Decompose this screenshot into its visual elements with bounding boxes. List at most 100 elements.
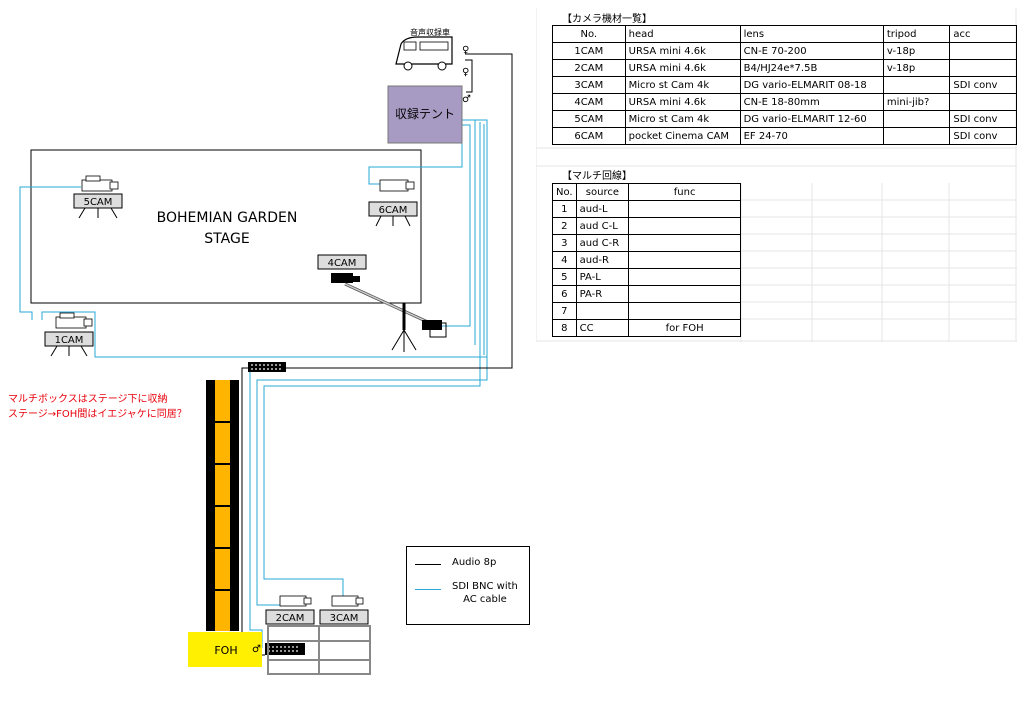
camera-table: No. head lens tripod acc 1CAM URSA mini … <box>552 25 1017 145</box>
table-cell: 3CAM <box>552 76 626 94</box>
table-row: 2CAM URSA mini 4.6k B4/HJ24e*7.5B v-18p <box>552 59 1017 77</box>
multi-table-title: 【マルチ回線】 <box>562 171 632 182</box>
table-cell: SDI conv <box>949 76 1017 94</box>
table-cell <box>628 200 741 218</box>
table-cell <box>949 42 1017 60</box>
connector-symbol: ♀ <box>462 45 469 56</box>
table-cell: 2CAM <box>552 59 626 77</box>
table-cell: URSA mini 4.6k <box>624 93 741 111</box>
table-cell: aud C-R <box>575 234 630 252</box>
table-cell: Micro st Cam 4k <box>624 76 741 94</box>
table-cell <box>575 302 630 320</box>
table-cell <box>628 251 741 269</box>
table-cell <box>882 76 951 94</box>
van-label: 音声収録車 <box>410 27 450 37</box>
recording-tent <box>387 85 463 144</box>
legend-sdi-label: SDI BNC with AC cable <box>452 580 518 606</box>
multi-box-foh <box>265 643 305 655</box>
table-cell: 4 <box>552 251 577 269</box>
legend-sdi-line <box>415 589 441 590</box>
table-cell <box>949 59 1017 77</box>
table-cell <box>628 285 741 303</box>
table-cell: PA-L <box>575 268 630 286</box>
table-row: 2 aud C-L <box>552 217 741 235</box>
table-cell <box>628 234 741 252</box>
table-cell: for FOH <box>628 319 741 337</box>
table-row: 4CAM URSA mini 4.6k CN-E 18-80mm mini-ji… <box>552 93 1017 111</box>
header-cell: source <box>575 183 630 201</box>
cam1-label: 1CAM <box>55 335 84 346</box>
camera-6cam <box>368 179 418 227</box>
cam3-label: 3CAM <box>330 613 359 624</box>
header-cell: head <box>624 25 741 43</box>
note-line-1: マルチボックスはステージ下に収納 <box>8 394 168 405</box>
table-row: 3 aud C-R <box>552 234 741 252</box>
legend: Audio 8p SDI BNC with AC cable <box>406 546 530 625</box>
multi-table: No. source func 1 aud-L 2 aud C-L 3 aud … <box>552 183 741 337</box>
table-cell: aud C-L <box>575 217 630 235</box>
camera-table-title: 【カメラ機材一覧】 <box>562 14 652 25</box>
table-cell: SDI conv <box>949 127 1017 145</box>
table-cell: CN-E 18-80mm <box>739 93 884 111</box>
table-cell: 6 <box>552 285 577 303</box>
table-cell: pocket Cinema CAM <box>624 127 741 145</box>
header-cell: No. <box>552 183 577 201</box>
table-cell <box>628 268 741 286</box>
header-cell: lens <box>739 25 884 43</box>
table-cell <box>628 302 741 320</box>
header-cell: acc <box>949 25 1017 43</box>
table-header-row: No. head lens tripod acc <box>552 25 1017 43</box>
connector-symbol: ♀ <box>462 67 469 78</box>
connector-symbol: ♂ <box>252 644 261 655</box>
table-row: 8 CC for FOH <box>552 319 741 337</box>
table-cell: 1 <box>552 200 577 218</box>
table-row: 5CAM Micro st Cam 4k DG vario-ELMARIT 12… <box>552 110 1017 128</box>
table-cell: v-18p <box>882 59 951 77</box>
table-cell: PA-R <box>575 285 630 303</box>
table-row: 7 <box>552 302 741 320</box>
audio-van <box>395 36 453 71</box>
multi-box-stage <box>248 362 286 372</box>
table-cell: 5CAM <box>552 110 626 128</box>
table-row: 1CAM URSA mini 4.6k CN-E 70-200 v-18p <box>552 42 1017 60</box>
table-cell <box>882 127 951 145</box>
camera-3cam <box>319 595 369 625</box>
cam4-label: 4CAM <box>328 258 357 269</box>
table-row: 6CAM pocket Cinema CAM EF 24-70 SDI conv <box>552 127 1017 145</box>
table-cell: 6CAM <box>552 127 626 145</box>
camera-4cam-jib <box>317 254 447 352</box>
table-cell: URSA mini 4.6k <box>624 59 741 77</box>
table-cell <box>628 217 741 235</box>
table-cell <box>882 110 951 128</box>
table-cell: 4CAM <box>552 93 626 111</box>
legend-audio-line <box>415 564 441 565</box>
table-row: 5 PA-L <box>552 268 741 286</box>
header-cell: No. <box>552 25 626 43</box>
table-cell: 7 <box>552 302 577 320</box>
foh-label: FOH <box>214 644 237 657</box>
stage-label-2: STAGE <box>204 231 249 247</box>
legend-sdi-label-1: SDI BNC with <box>452 581 518 592</box>
cam6-label: 6CAM <box>379 205 408 216</box>
camera-2cam <box>265 595 315 625</box>
table-row: 6 PA-R <box>552 285 741 303</box>
table-cell: URSA mini 4.6k <box>624 42 741 60</box>
cable-protector <box>206 380 239 631</box>
table-cell: aud-R <box>575 251 630 269</box>
table-cell: SDI conv <box>949 110 1017 128</box>
table-row: 4 aud-R <box>552 251 741 269</box>
camera-5cam <box>73 175 123 219</box>
header-cell: func <box>628 183 741 201</box>
table-cell: 2 <box>552 217 577 235</box>
table-row: 1 aud-L <box>552 200 741 218</box>
table-cell: EF 24-70 <box>739 127 884 145</box>
connector-symbol: ♂ <box>462 94 471 105</box>
table-cell: CN-E 70-200 <box>739 42 884 60</box>
table-cell: DG vario-ELMARIT 08-18 <box>739 76 884 94</box>
table-cell: Micro st Cam 4k <box>624 110 741 128</box>
table-cell: aud-L <box>575 200 630 218</box>
table-cell: v-18p <box>882 42 951 60</box>
stage-label-1: BOHEMIAN GARDEN <box>157 210 298 226</box>
foh-box <box>188 632 262 667</box>
